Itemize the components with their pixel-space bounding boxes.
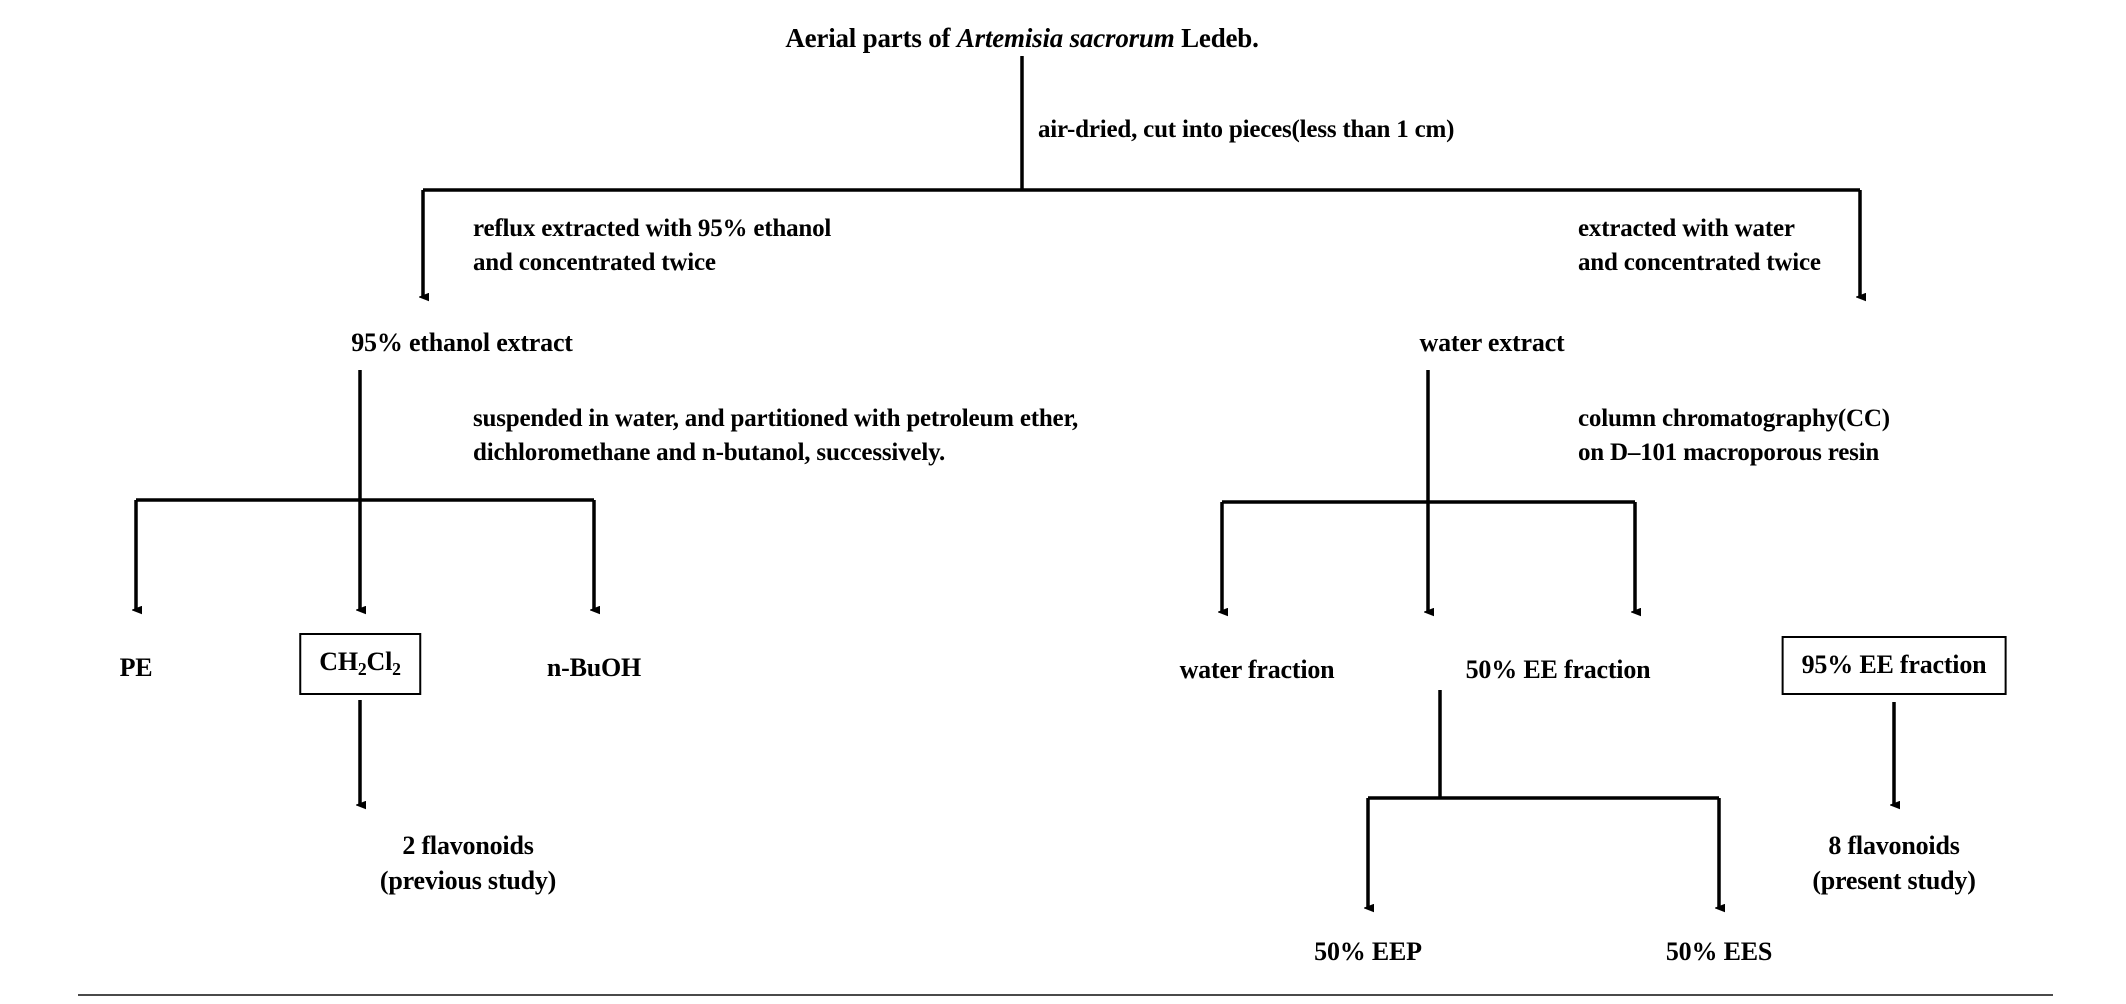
title-prefix: Aerial parts of [785, 23, 957, 53]
dcm-part1: CH [319, 647, 358, 676]
flav2-line2: (previous study) [379, 866, 557, 896]
node-dichloromethane-boxed: CH2Cl2 [299, 633, 421, 695]
node-eep50: 50% EEP [1314, 937, 1422, 966]
node-water-fraction: water fraction [1179, 655, 1335, 684]
flav8-line2: (present study) [1812, 866, 1976, 896]
node-2-flavonoids: 2 flavonoids (previous study) [380, 828, 556, 898]
node-8-flavonoids: 8 flavonoids (present study) [1812, 828, 1976, 898]
edge-label-partition: suspended in water, and partitioned with… [473, 402, 1078, 470]
edge-label-partition-line2: dichloromethane and n-butanol, successiv… [473, 438, 946, 466]
flav2-line1: 2 flavonoids [402, 831, 534, 860]
edge-label-column-chromatography: column chromatography(CC) on D–101 macro… [1578, 402, 1890, 470]
node-ee95-fraction-boxed: 95% EE fraction [1781, 636, 2007, 696]
edge-label-cc-line1: column chromatography(CC) [1578, 405, 1890, 432]
dcm-part2: Cl [366, 647, 393, 676]
edge-label-water-extraction: extracted with water and concentrated tw… [1578, 212, 1821, 280]
node-n-butanol: n-BuOH [546, 653, 642, 682]
node-ees50: 50% EES [1665, 937, 1773, 966]
edge-label-ethanol-line2: and concentrated twice [473, 248, 716, 276]
edge-label-partition-line1: suspended in water, and partitioned with… [473, 405, 1079, 432]
node-pe: PE [119, 653, 153, 682]
title-suffix: Ledeb. [1174, 23, 1259, 53]
node-water-extract: water extract [1419, 328, 1565, 357]
dcm-sub1: 2 [357, 658, 367, 679]
dcm-sub2: 2 [392, 658, 401, 679]
node-ethanol-extract: 95% ethanol extract [351, 328, 573, 357]
flav8-line1: 8 flavonoids [1828, 831, 1960, 860]
edge-label-cc-line2: on D–101 macroporous resin [1578, 438, 1880, 466]
edge-label-ethanol-line1: reflux extracted with 95% ethanol [473, 215, 832, 242]
edge-label-water-line1: extracted with water [1578, 215, 1795, 242]
edge-label-water-line2: and concentrated twice [1578, 248, 1821, 276]
title-species: Artemisia sacrorum [956, 23, 1175, 53]
diagram-title: Aerial parts of Artemisia sacrorum Ledeb… [785, 20, 1259, 56]
node-ee50-fraction: 50% EE fraction [1465, 655, 1651, 684]
bottom-rule [78, 994, 2053, 996]
edge-label-preparation: air-dried, cut into pieces(less than 1 c… [1038, 116, 1455, 143]
edge-label-ethanol-extraction: reflux extracted with 95% ethanol and co… [473, 212, 831, 280]
